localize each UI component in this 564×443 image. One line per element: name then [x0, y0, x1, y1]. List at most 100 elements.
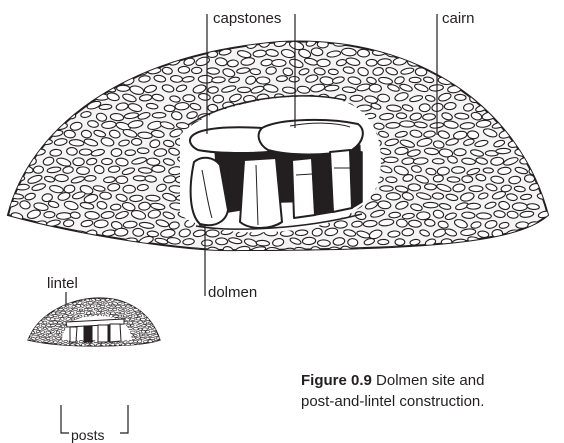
- cobble-stone: [26, 48, 39, 59]
- cobble-stone: [58, 347, 63, 349]
- cobble-stone: [153, 328, 158, 330]
- cobble-stone: [58, 321, 63, 324]
- cobble-stone: [44, 211, 55, 217]
- cobble-stone: [175, 102, 189, 110]
- cobble-stone: [159, 302, 164, 306]
- cobble-stone: [39, 85, 53, 93]
- cobble-stone: [48, 111, 63, 119]
- cobble-stone: [25, 343, 30, 346]
- cobble-stone: [529, 129, 541, 137]
- cobble-stone: [152, 112, 166, 118]
- cobble-stone: [527, 111, 541, 118]
- cobble-stone: [496, 148, 511, 154]
- cobble-stone: [27, 320, 32, 324]
- cobble-stone: [295, 230, 308, 236]
- cobble-stone: [133, 228, 144, 237]
- cobble-stone: [130, 48, 143, 58]
- cobble-stone: [126, 305, 130, 307]
- cobble-stone: [137, 324, 141, 326]
- cobble-stone: [302, 237, 316, 245]
- cobble-stone: [116, 176, 128, 183]
- cobble-stone: [432, 193, 444, 200]
- cobble-stone: [56, 337, 60, 339]
- cobble-stone: [317, 59, 330, 67]
- cobble-stone: [42, 67, 57, 76]
- figure-caption: Figure 0.9 Dolmen site and post-and-lint…: [301, 370, 563, 412]
- label-cairn: cairn: [442, 10, 475, 27]
- cobble-stone: [4, 76, 17, 83]
- cobble-stone: [55, 174, 69, 182]
- cobble-stone: [40, 312, 45, 315]
- cobble-stone: [33, 309, 38, 312]
- caption-line-2: post-and-lintel construction.: [301, 393, 484, 410]
- cobble-stone: [108, 302, 112, 305]
- cobble-stone: [76, 59, 89, 66]
- cobble-stone: [155, 299, 159, 302]
- cobble-stone: [4, 165, 15, 172]
- cobble-stone: [71, 298, 76, 301]
- cobble-stone: [439, 41, 454, 49]
- cobble-stone: [206, 230, 219, 237]
- cobble-stone: [70, 85, 84, 92]
- cobble-stone: [468, 76, 478, 82]
- cobble-stone: [33, 314, 38, 317]
- cobble-stone: [46, 337, 50, 340]
- cobble-stone: [80, 311, 85, 314]
- cobble-stone: [151, 59, 164, 66]
- cobble-stone: [58, 334, 62, 337]
- cobble-stone: [17, 58, 32, 69]
- cobble-stone: [529, 150, 544, 156]
- cobble-stone: [81, 238, 92, 245]
- cobble-stone: [113, 49, 129, 58]
- cobble-stone: [80, 75, 91, 83]
- cobble-stone: [141, 306, 145, 308]
- cobble-stone: [492, 86, 506, 94]
- cobble-stone: [113, 346, 118, 350]
- cobble-stone: [92, 39, 107, 48]
- cobble-stone: [30, 305, 35, 308]
- cobble-stone: [26, 331, 30, 334]
- cobble-stone: [30, 299, 35, 302]
- cobble-stone: [64, 58, 80, 67]
- cobble-stone: [103, 85, 117, 94]
- cobble-stone: [88, 346, 93, 349]
- cobble-stone: [20, 77, 33, 87]
- cobble-stone: [151, 343, 155, 346]
- cobble-stone: [399, 50, 414, 57]
- cobble-stone: [483, 94, 497, 104]
- cobble-stone: [3, 129, 16, 135]
- cobble-stone: [36, 298, 41, 301]
- cobble-stone: [32, 130, 45, 138]
- cobble-stone: [79, 149, 91, 155]
- cobble-stone: [56, 324, 61, 327]
- cobble-stone: [518, 120, 532, 130]
- cobble-stone: [84, 175, 96, 181]
- cobble-stone: [538, 230, 550, 238]
- cobble-stone: [52, 337, 56, 340]
- cobble-stone: [139, 39, 152, 50]
- cobble-stone: [124, 57, 138, 67]
- cobble-stone: [11, 84, 26, 93]
- cobble-stone: [33, 239, 45, 248]
- cobble-stone: [71, 318, 75, 320]
- cobble-stone: [74, 347, 78, 349]
- cobble-stone: [33, 166, 44, 174]
- cobble-stone: [128, 315, 132, 318]
- cobble-stone: [56, 312, 61, 314]
- cobble-stone: [132, 247, 144, 255]
- cobble-stone: [100, 305, 105, 308]
- cobble-stone: [151, 311, 155, 314]
- cobble-stone: [71, 247, 86, 256]
- cobble-stone: [66, 41, 78, 50]
- cobble-stone: [4, 56, 20, 66]
- cobble-stone: [393, 40, 404, 49]
- cobble-stone: [145, 50, 159, 57]
- cobble-stone: [31, 92, 45, 102]
- cobble-stone: [498, 239, 513, 246]
- cobble-stone: [63, 75, 78, 84]
- cobble-stone: [34, 76, 47, 87]
- cobble-stone: [143, 308, 147, 312]
- cobble-stone: [129, 195, 143, 202]
- caption-line-1: Dolmen site and: [376, 372, 484, 389]
- cobble-stone: [79, 309, 82, 311]
